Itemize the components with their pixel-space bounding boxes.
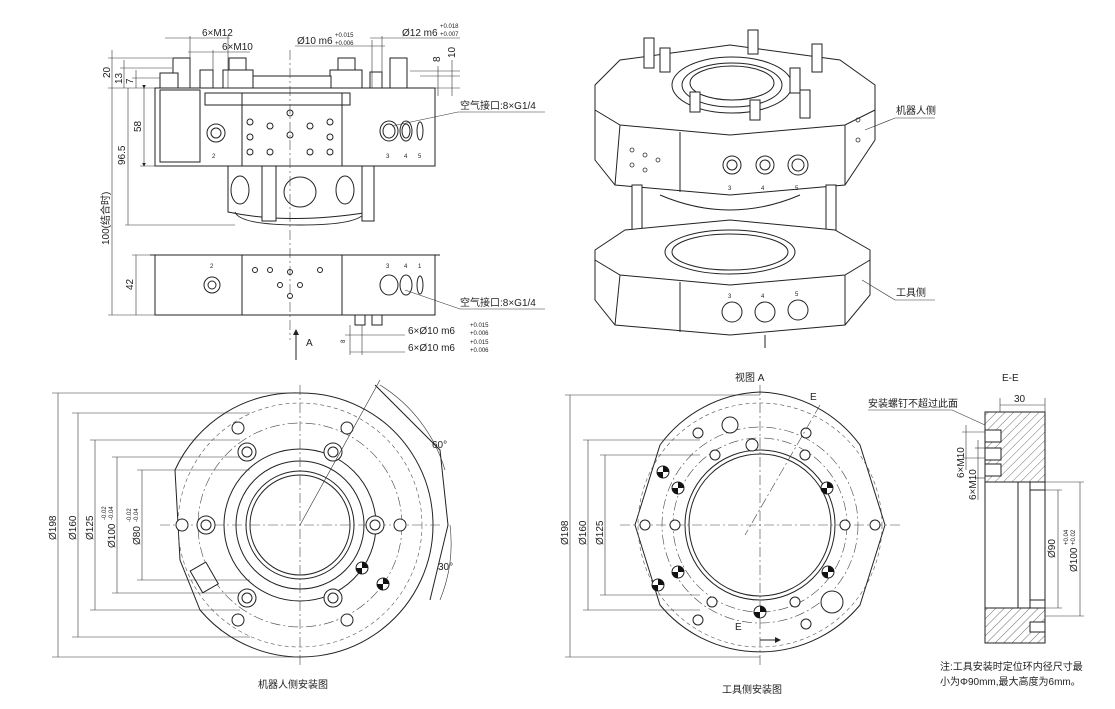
dim-m10: 6×M10: [968, 469, 979, 500]
port-number: 1: [418, 264, 422, 270]
section-e-e: E-E 30 Ø90 Ø100 +0.04 +0.02 6×M10 6×M10 …: [868, 373, 1084, 688]
port-number: 4: [404, 264, 408, 270]
tolerance: +0.02: [1071, 529, 1077, 545]
port-number: 3: [728, 294, 732, 300]
tolerance: +0.018: [440, 24, 459, 30]
dim-58: 58: [133, 120, 144, 132]
dim-6xm12: 6×M12: [202, 28, 233, 39]
iso-pins: [643, 29, 823, 121]
dim-7: 7: [125, 78, 136, 84]
tolerance: +0.006: [335, 41, 354, 47]
robot-side-body: [154, 87, 436, 167]
dim-198: Ø198: [560, 520, 571, 545]
view-a-title: 视图 A: [735, 371, 765, 384]
dim-100: Ø100: [1069, 547, 1080, 572]
dim-198: Ø198: [48, 515, 59, 540]
mounting-holes: [246, 109, 334, 156]
dim-100: Ø100: [107, 523, 118, 548]
port-number: 4: [761, 186, 765, 192]
tolerance: +0.007: [440, 32, 459, 38]
bolt-holes: [175, 421, 407, 627]
dowel-marks: [651, 465, 835, 619]
view-a-label: A: [306, 338, 313, 349]
iso-view: 3 4 5 3 4 5 机器人侧 工具侧: [594, 29, 936, 348]
note-line: 小为Φ90mm,最大高度为6mm。: [940, 675, 1081, 688]
dim-96-5: 96.5: [117, 145, 128, 165]
screw-note: 安装螺钉不超过此面: [868, 397, 958, 410]
tolerance: -0.02: [102, 506, 108, 520]
tool-side-body: [154, 254, 436, 316]
note-line: 注:工具安装时定位环内径尺寸最: [940, 660, 1083, 673]
port-number: 3: [386, 154, 390, 160]
section-mark: E: [735, 622, 742, 633]
tool-side-caption: 工具侧安装图: [722, 683, 782, 696]
pin-dim: 6×Ø10 m6: [408, 343, 455, 354]
air-port-label: 空气接口:8×G1/4: [460, 99, 536, 112]
angle-30: 30°: [438, 562, 453, 573]
top-pins: [159, 57, 408, 89]
dim-30: 30: [1014, 394, 1026, 405]
dim-42: 42: [125, 278, 136, 290]
tolerance: -0.04: [109, 506, 115, 520]
port-number: 5: [795, 186, 799, 192]
tolerance: +0.04: [1064, 529, 1070, 545]
air-port-label: 空气接口:8×G1/4: [460, 296, 536, 309]
robot-side-caption: 机器人侧安装图: [258, 678, 328, 691]
port-number: 3: [728, 186, 732, 192]
port-number: 2: [212, 154, 216, 160]
section-title: E-E: [1002, 373, 1019, 384]
port-number: 2: [210, 264, 214, 270]
tolerance: +0.006: [470, 348, 489, 354]
dim-80: Ø80: [132, 526, 143, 545]
tolerance: -0.02: [127, 508, 133, 522]
tolerance: +0.006: [470, 331, 489, 337]
port-number: 5: [418, 154, 422, 160]
port-number: 4: [761, 294, 765, 300]
dim-phi10-m6: Ø10 m6: [297, 36, 333, 47]
dim-phi12-m6: Ø12 m6: [402, 28, 438, 39]
dim-6xm10: 6×M10: [222, 42, 253, 53]
dim-125: Ø125: [595, 520, 606, 545]
air-ports-top: [379, 120, 424, 142]
dim-13: 13: [114, 72, 125, 84]
section-mark: E: [810, 392, 817, 403]
tolerance: +0.015: [470, 323, 489, 329]
tool-side-label: 工具侧: [896, 286, 926, 299]
robot-side-view: 60° 30° Ø198 Ø160 Ø125 Ø100 -0.02 -0.04 …: [48, 379, 453, 691]
dim-20: 20: [102, 66, 113, 78]
dim-8: 8: [432, 56, 443, 62]
dim-160: Ø160: [578, 520, 589, 545]
front-view: 2 3 4 5 2 3 4 1 6×M12 6×M10 Ø10 m6 +0.01…: [99, 24, 545, 360]
tolerance: +0.015: [470, 340, 489, 346]
tool-side-view: 视图 A E E Ø198 Ø160 Ø125 工具侧安装图: [560, 371, 900, 696]
robot-side-label: 机器人侧: [896, 104, 936, 117]
dim-125: Ø125: [85, 515, 96, 540]
port-number: 3: [386, 264, 390, 270]
dim-10: 10: [447, 46, 458, 58]
dim-m10: 6×M10: [956, 447, 967, 478]
tolerance: +0.015: [335, 33, 354, 39]
dim-8: 8: [341, 339, 347, 343]
angle-60: 60°: [432, 440, 447, 451]
tolerance: -0.04: [134, 508, 140, 522]
dim-100-combined: 100(结合时): [99, 192, 112, 245]
port-number: 4: [404, 154, 408, 160]
dim-160: Ø160: [68, 515, 79, 540]
tool-holes: [639, 416, 881, 630]
port-number: 5: [795, 292, 799, 298]
pin-dim: 6×Ø10 m6: [408, 326, 455, 337]
dim-90: Ø90: [1047, 539, 1058, 558]
